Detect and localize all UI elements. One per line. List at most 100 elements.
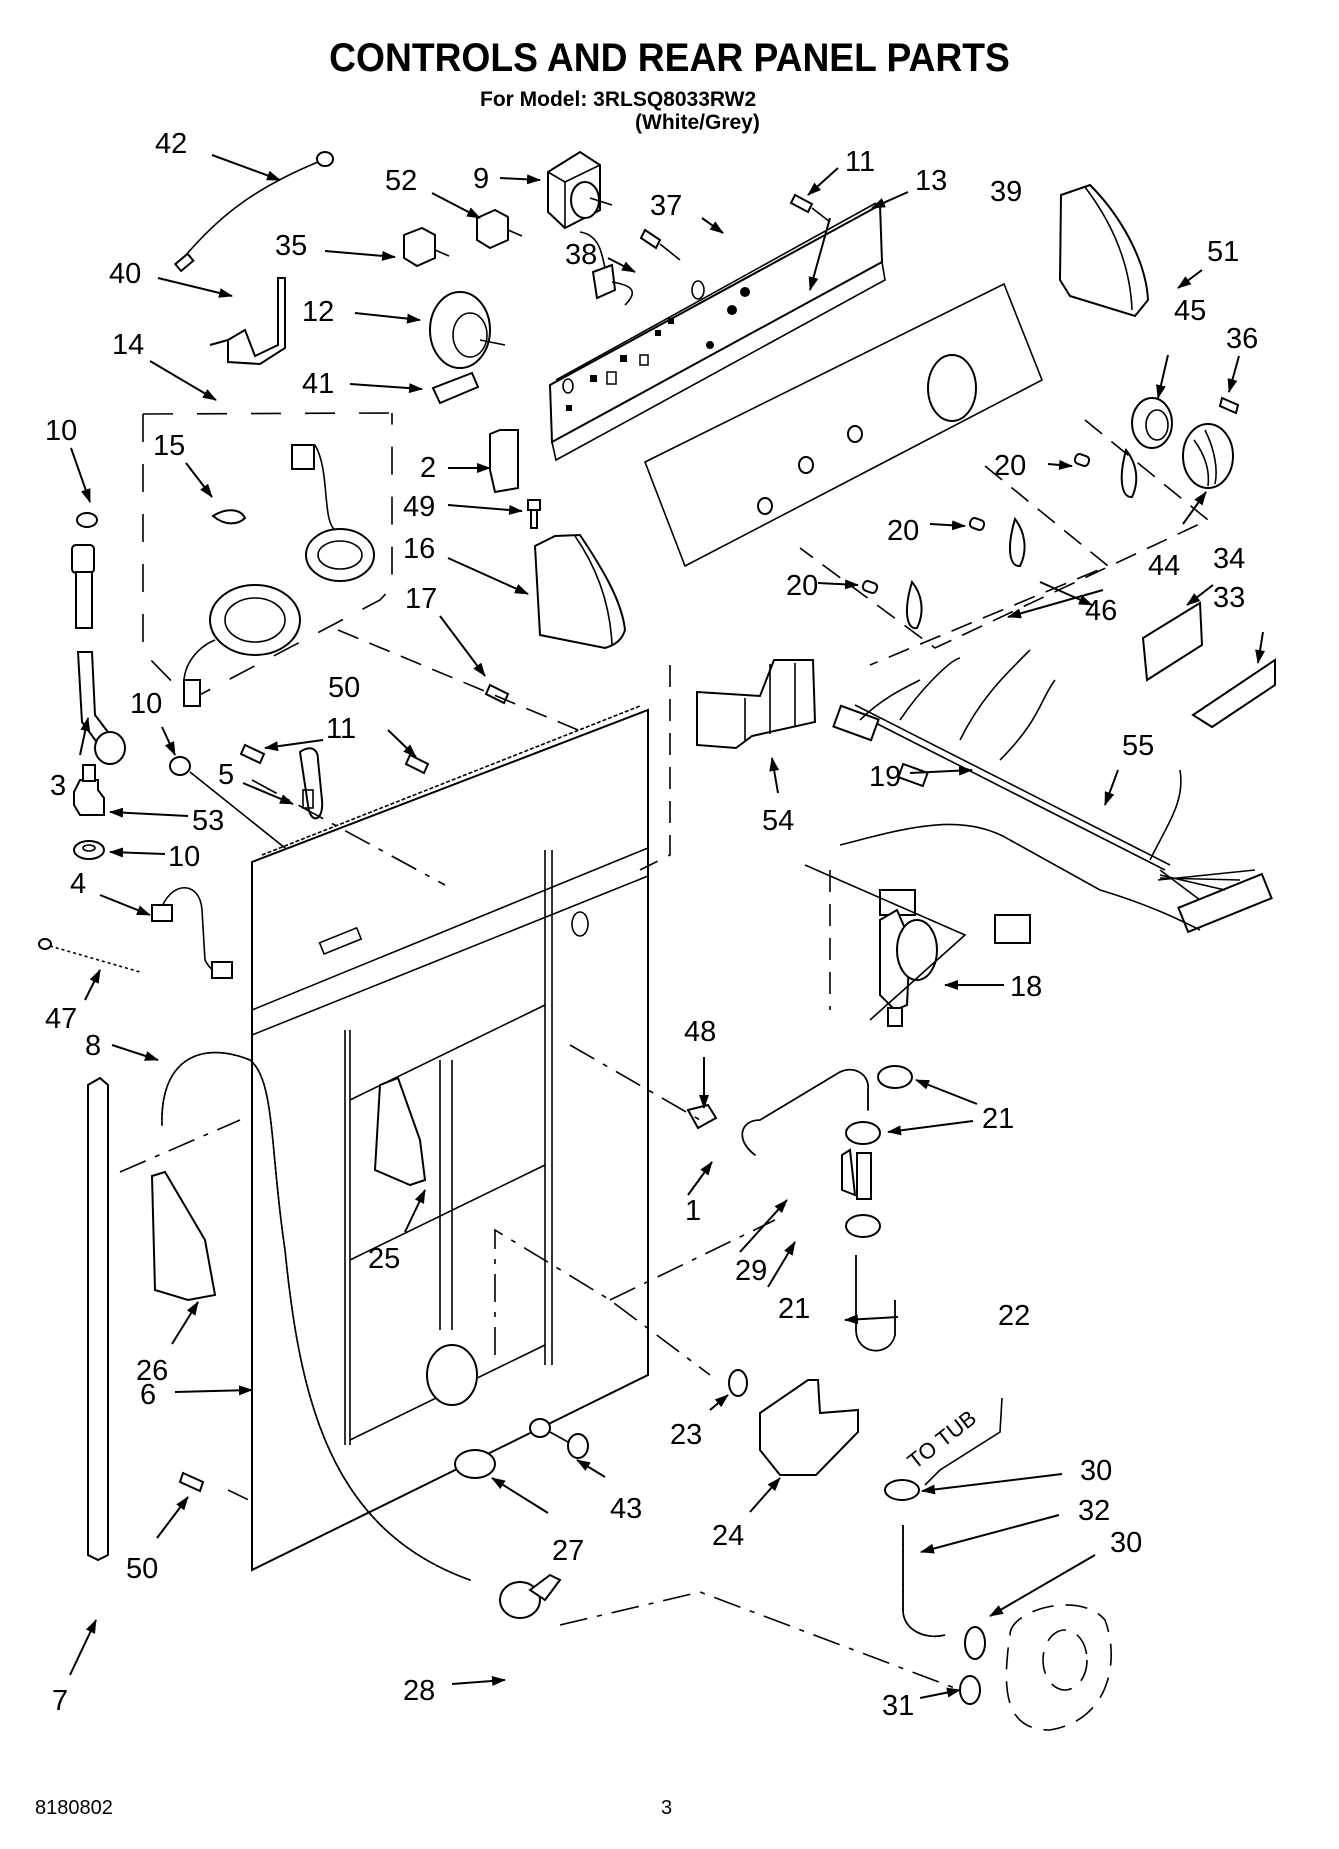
callout-47: 47 bbox=[45, 1003, 77, 1035]
part-timer bbox=[547, 150, 613, 230]
part-bracket-40 bbox=[209, 277, 286, 366]
callout-13: 13 bbox=[915, 165, 947, 197]
callout-42: 42 bbox=[155, 128, 187, 160]
part-end-cap-51 bbox=[1058, 183, 1150, 318]
part-clamp-31 bbox=[959, 1675, 981, 1705]
callout-43: 43 bbox=[610, 1493, 642, 1525]
callout-30-a: 30 bbox=[1080, 1455, 1112, 1487]
callout-45: 45 bbox=[1174, 295, 1206, 327]
part-hose-connector-28 bbox=[499, 1573, 562, 1619]
callout-39: 39 bbox=[990, 176, 1022, 208]
part-water-valve-18 bbox=[879, 908, 938, 1027]
callout-5: 5 bbox=[218, 759, 234, 791]
callout-22: 22 bbox=[998, 1300, 1030, 1332]
callout-54: 54 bbox=[762, 805, 794, 837]
callout-9: 9 bbox=[473, 163, 489, 195]
part-bracket-5 bbox=[298, 747, 324, 820]
callout-25: 25 bbox=[368, 1243, 400, 1275]
callout-52: 52 bbox=[385, 165, 417, 197]
part-clamp-30-bottom bbox=[964, 1626, 986, 1660]
model-color: (White/Grey) bbox=[635, 111, 760, 134]
part-screw-49 bbox=[527, 499, 541, 529]
part-screw-11-mid bbox=[239, 743, 266, 765]
part-switch-35 bbox=[403, 226, 450, 268]
callout-20-c: 20 bbox=[786, 570, 818, 602]
part-tub-hose-32 bbox=[902, 1525, 946, 1637]
callout-29: 29 bbox=[735, 1255, 767, 1287]
part-connector-41 bbox=[431, 371, 480, 405]
callout-labels: 42 52 9 11 13 39 51 35 37 38 40 12 45 36… bbox=[45, 128, 1258, 1722]
part-washer-10-mid bbox=[169, 756, 301, 861]
part-tie-strap-47 bbox=[38, 938, 141, 973]
callout-33: 33 bbox=[1213, 582, 1245, 614]
callout-17: 17 bbox=[405, 583, 437, 615]
part-air-dome-24 bbox=[759, 1379, 859, 1476]
part-washer-10-bottom bbox=[73, 840, 105, 860]
callout-51: 51 bbox=[1207, 236, 1239, 268]
part-clamp-23 bbox=[728, 1369, 748, 1397]
callout-10-mid: 10 bbox=[130, 688, 162, 720]
callout-41: 41 bbox=[302, 368, 334, 400]
part-control-panel-overlay bbox=[643, 282, 1044, 568]
part-console-panel bbox=[548, 202, 886, 462]
callout-11-top: 11 bbox=[845, 146, 875, 178]
part-ground-wire bbox=[173, 151, 334, 273]
callout-50-top: 50 bbox=[328, 672, 360, 704]
callout-20-b: 20 bbox=[887, 515, 919, 547]
part-screw-11-top bbox=[789, 193, 831, 223]
callout-48: 48 bbox=[684, 1016, 716, 1048]
part-clamp-30-top bbox=[884, 1479, 920, 1501]
callout-3: 3 bbox=[50, 770, 66, 802]
callout-10-bottom: 10 bbox=[168, 841, 200, 873]
part-side-trim-7 bbox=[87, 1076, 109, 1562]
part-inlet-hose-3 bbox=[71, 544, 126, 765]
page-title: CONTROLS AND REAR PANEL PARTS bbox=[329, 36, 1010, 80]
callout-10-top: 10 bbox=[45, 415, 77, 447]
callout-40: 40 bbox=[109, 258, 141, 290]
part-bracket-26 bbox=[150, 1170, 217, 1302]
callout-24: 24 bbox=[712, 1520, 744, 1552]
part-end-cap-16 bbox=[533, 533, 627, 650]
callout-50-bottom: 50 bbox=[126, 1553, 158, 1585]
callout-44: 44 bbox=[1148, 550, 1180, 582]
part-knob-set bbox=[861, 447, 1138, 630]
callout-11-mid: 11 bbox=[326, 713, 356, 745]
callout-12: 12 bbox=[302, 296, 334, 328]
callout-20-a: 20 bbox=[994, 450, 1026, 482]
callout-21-a: 21 bbox=[982, 1103, 1014, 1135]
part-screw-50-lower bbox=[178, 1471, 205, 1493]
part-plug-43 bbox=[529, 1418, 589, 1459]
callout-49: 49 bbox=[403, 491, 435, 523]
callout-7: 7 bbox=[52, 1685, 68, 1717]
part-screw-36 bbox=[1218, 396, 1240, 415]
part-duct-54 bbox=[696, 659, 817, 750]
callout-26: 26 bbox=[136, 1355, 168, 1387]
callout-27: 27 bbox=[552, 1535, 584, 1567]
page-number: 3 bbox=[661, 1797, 673, 1819]
part-screw-50-mid bbox=[404, 753, 430, 775]
callout-2: 2 bbox=[420, 452, 436, 484]
part-bracket-25 bbox=[373, 1076, 427, 1187]
callout-32: 32 bbox=[1078, 1495, 1110, 1527]
part-clamp-21-low bbox=[845, 1214, 881, 1238]
part-clamp-21-mid bbox=[845, 1121, 881, 1145]
part-clip-48 bbox=[686, 1103, 718, 1130]
part-bracket-34 bbox=[1141, 601, 1204, 682]
callout-38: 38 bbox=[565, 239, 597, 271]
part-clip-2 bbox=[489, 429, 519, 494]
part-valve-29 bbox=[841, 1148, 872, 1200]
part-fitting-53 bbox=[73, 764, 105, 816]
part-knob-skirt-45 bbox=[1131, 397, 1173, 449]
part-lamp-38 bbox=[579, 231, 634, 306]
leader-arrows bbox=[69, 154, 1266, 1699]
part-clamp-27 bbox=[454, 1449, 496, 1479]
document-number: 8180802 bbox=[35, 1797, 113, 1819]
callout-21-b: 21 bbox=[778, 1293, 810, 1325]
part-connector-19 bbox=[897, 762, 929, 788]
to-tub-note: TO TUB bbox=[903, 1405, 981, 1474]
callout-19: 19 bbox=[869, 761, 901, 793]
callout-8: 8 bbox=[85, 1030, 101, 1062]
part-rear-panel-6 bbox=[251, 705, 649, 1572]
part-fill-tube-4 bbox=[151, 886, 233, 979]
part-washer-10-top bbox=[76, 512, 98, 528]
